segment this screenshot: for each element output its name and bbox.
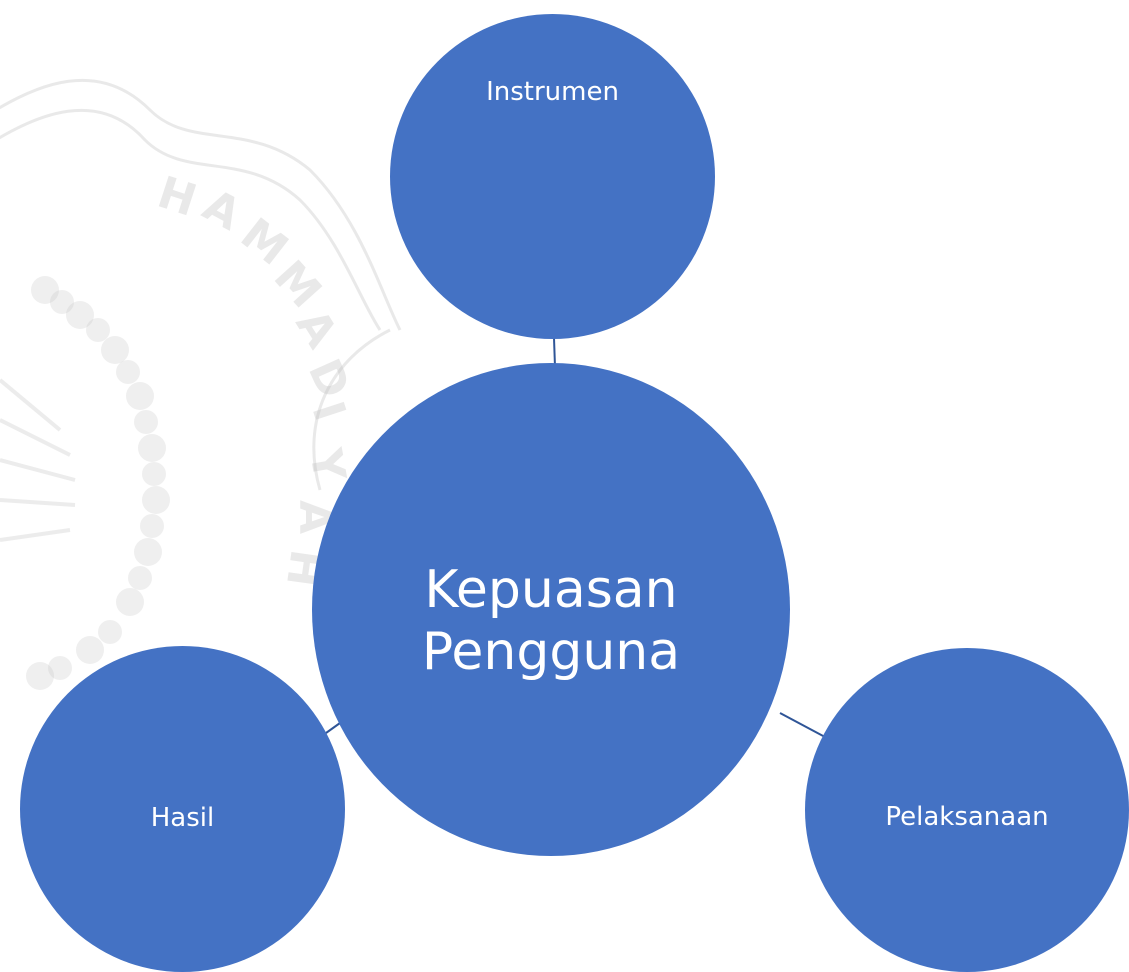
- svg-text:M: M: [264, 251, 331, 318]
- node-instrumen: Instrumen: [390, 14, 715, 339]
- node-hasil: Hasil: [20, 646, 345, 972]
- node-pelaksanaan-label: Pelaksanaan: [885, 802, 1049, 833]
- svg-text:A: A: [286, 301, 347, 357]
- node-instrumen-label: Instrumen: [486, 77, 619, 108]
- node-kepuasan-pengguna: Kepuasan Pengguna: [312, 363, 790, 856]
- node-center-label: Kepuasan Pengguna: [421, 560, 681, 682]
- svg-text:H: H: [152, 167, 203, 227]
- node-hasil-label: Hasil: [150, 802, 215, 833]
- node-pelaksanaan: Pelaksanaan: [805, 648, 1129, 972]
- svg-text:D: D: [298, 352, 359, 406]
- svg-text:I: I: [302, 396, 356, 427]
- connector-center-to-right: [779, 712, 826, 738]
- svg-text:A: A: [195, 180, 249, 241]
- svg-text:M: M: [231, 208, 297, 275]
